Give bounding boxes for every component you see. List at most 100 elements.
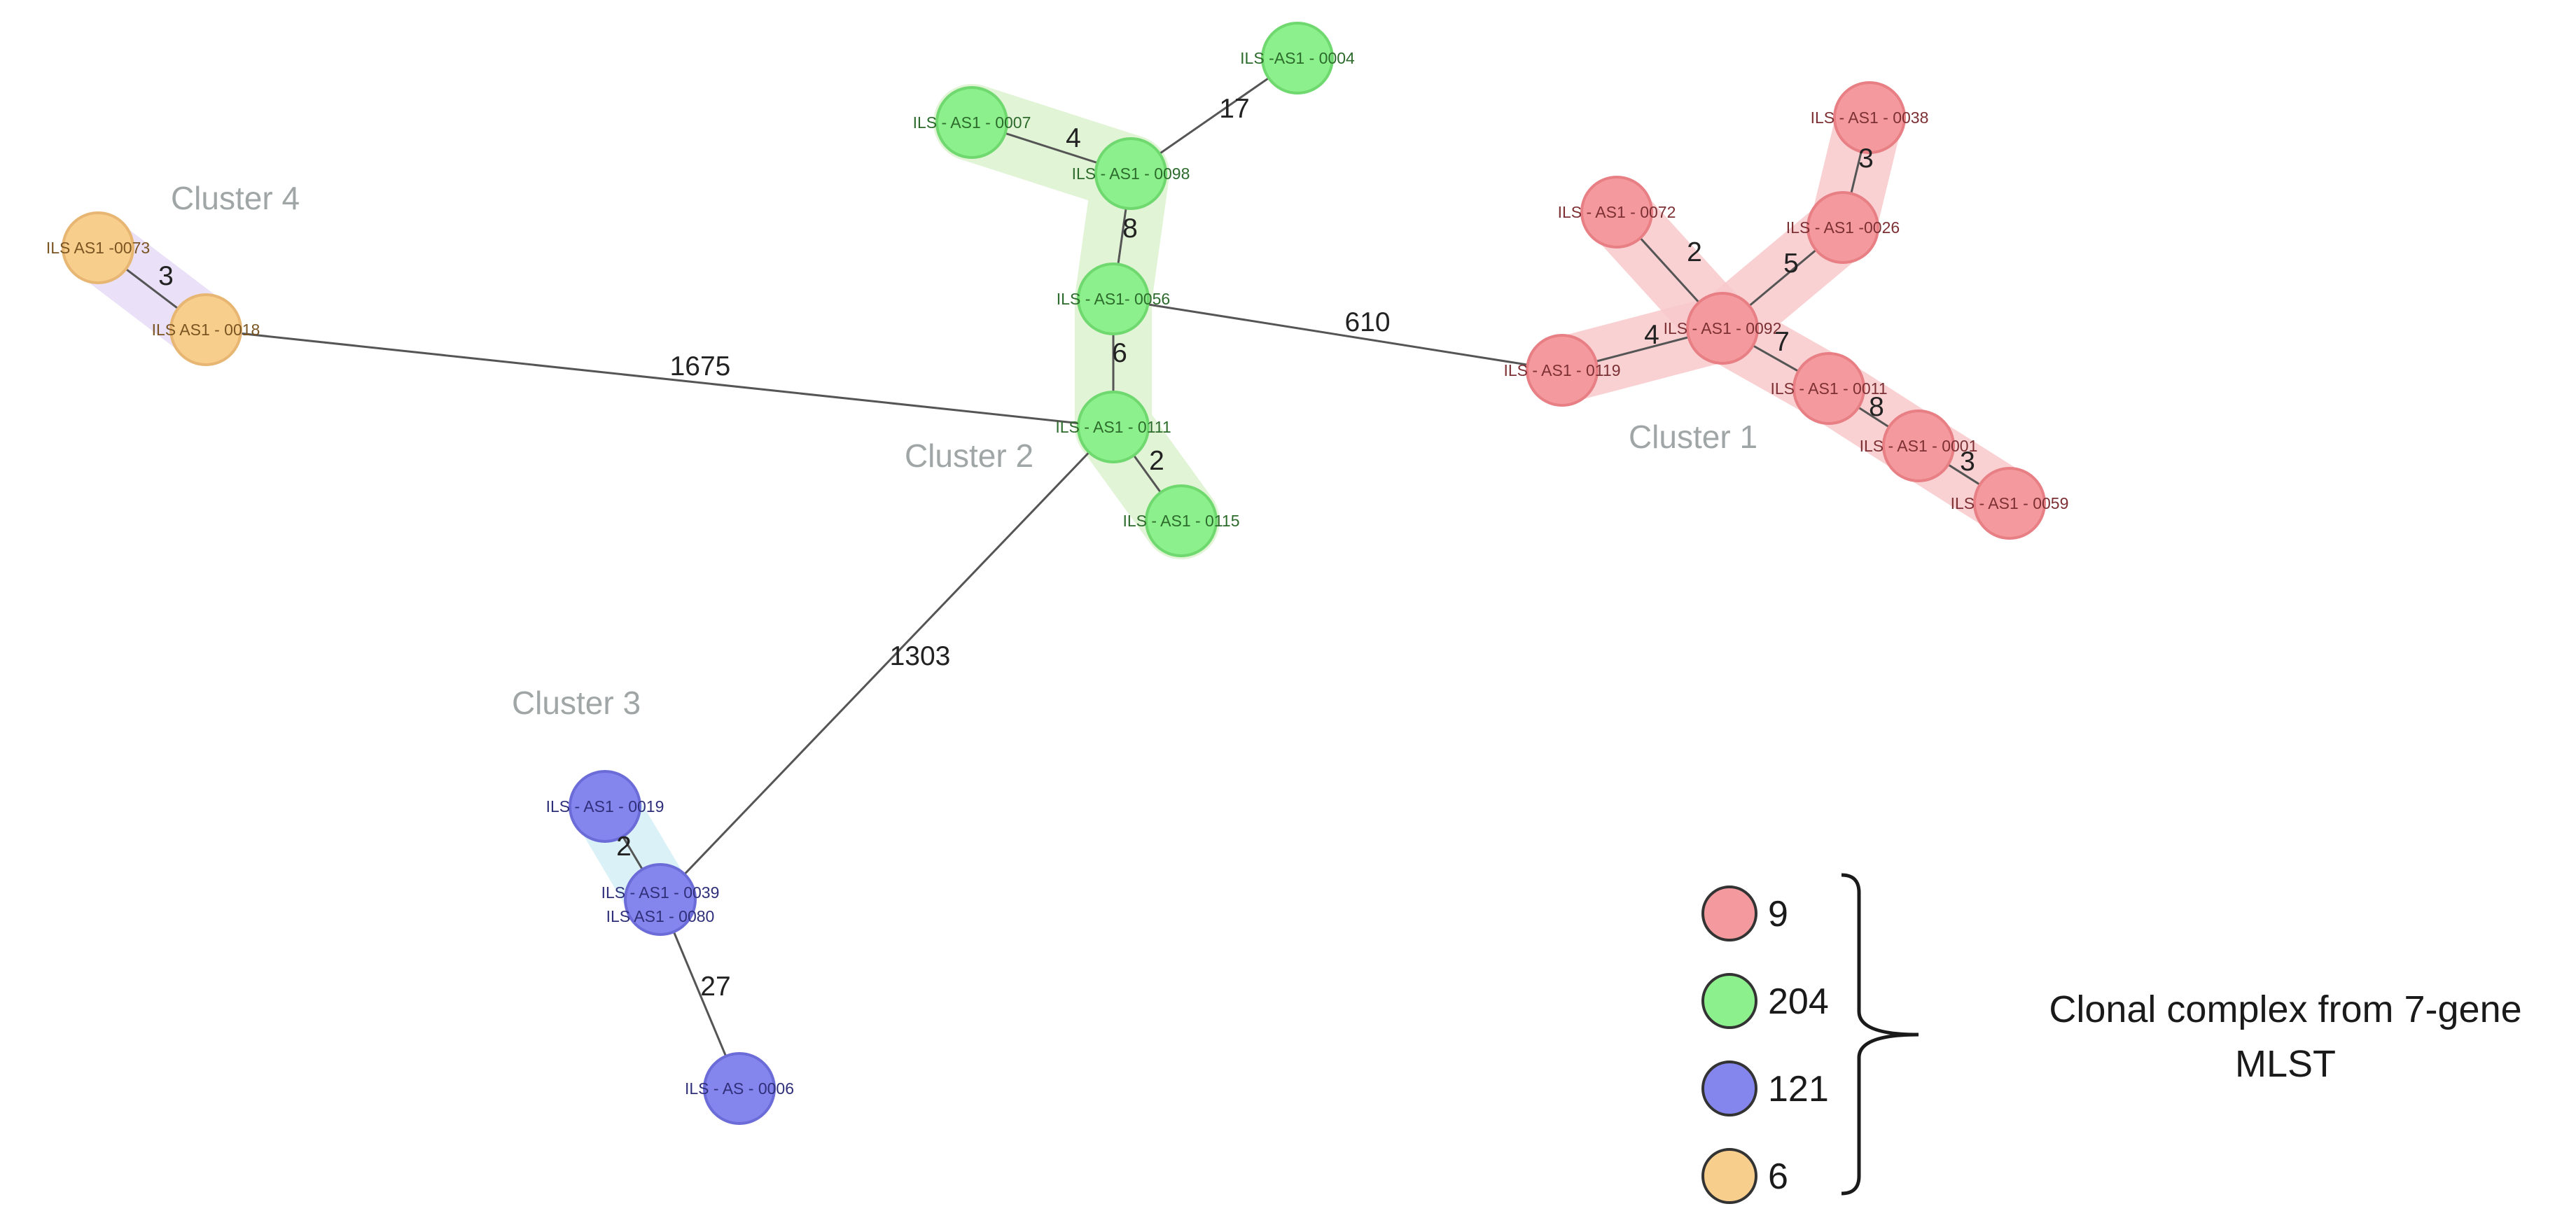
node-circle	[1973, 467, 2046, 540]
legend-swatch	[1701, 1060, 1757, 1116]
edge-n0111-n0039	[659, 426, 1115, 901]
node-circle	[169, 293, 242, 366]
legend-caption-line2: MLST	[2235, 1043, 2336, 1085]
node-label: ILS - AS1 - 0092	[1664, 319, 1782, 337]
edge-weight-label: 4	[1644, 320, 1659, 350]
node-circle	[1580, 176, 1653, 248]
node-label-secondary: ILS AS1 - 0080	[606, 907, 715, 925]
edge-weight-label: 3	[1858, 144, 1874, 174]
node-n0004[interactable]: ILS -AS1 - 0004	[1240, 22, 1355, 94]
node-circle	[1806, 191, 1879, 264]
edge-weight-label: 2	[616, 832, 632, 862]
node-circle	[569, 770, 641, 843]
node-circle	[703, 1052, 776, 1125]
node-n0119[interactable]: ILS - AS1 - 0119	[1503, 334, 1621, 407]
legend-value: 204	[1768, 981, 1829, 1022]
legend: 9 204 121 6 Clonal complex from 7-gene MLST	[1701, 873, 2522, 1204]
node-circle	[1686, 292, 1759, 365]
edge-weight-label: 1303	[890, 641, 951, 671]
node-n0072[interactable]: ILS - AS1 - 0072	[1558, 176, 1676, 248]
edge-weight-label: 4	[1066, 123, 1081, 153]
edge-weight-label: 5	[1783, 248, 1799, 279]
edge-weight-label: 8	[1869, 392, 1884, 422]
node-circle	[624, 863, 697, 936]
node-n0011[interactable]: ILS - AS1 - 0011	[1770, 352, 1888, 425]
node-label: ILS - AS1- 0056	[1057, 290, 1170, 308]
legend-caption-line1: Clonal complex from 7-gene	[2049, 988, 2521, 1030]
node-circle	[62, 211, 134, 284]
edge-weight-label: 2	[1687, 237, 1702, 267]
edge-n0056-n0119	[1113, 298, 1563, 372]
node-label: ILS - AS1 - 0119	[1503, 361, 1620, 379]
node-n0098[interactable]: ILS - AS1 - 0098	[1072, 137, 1190, 210]
cluster-label-4: Cluster 4	[171, 180, 300, 216]
edge-weight-label: 3	[1960, 447, 1975, 477]
node-label: ILS - AS - 0006	[685, 1079, 794, 1098]
node-n0018[interactable]: ILS AS1 - 0018	[152, 293, 260, 366]
node-circle	[1077, 262, 1150, 335]
node-label: ILS AS1 - 0018	[152, 321, 260, 339]
cluster-label-1: Cluster 1	[1629, 419, 1757, 455]
edge-weight-label: 17	[1219, 94, 1249, 124]
node-label: ILS - AS1 - 0039	[601, 883, 720, 902]
node-n0111[interactable]: ILS - AS1 - 0111	[1055, 391, 1171, 463]
cluster-label-2: Cluster 2	[905, 438, 1033, 474]
node-n0073[interactable]: ILS AS1 -0073	[46, 211, 150, 284]
node-label: ILS - AS1 - 0007	[913, 113, 1031, 132]
cluster-labels: Cluster 1 Cluster 2 Cluster 3 Cluster 4	[171, 180, 1757, 721]
node-label: ILS -AS1 - 0004	[1240, 49, 1355, 67]
edge-weight-label: 8	[1122, 214, 1138, 244]
node-n0115[interactable]: ILS - AS1 - 0115	[1122, 484, 1240, 557]
node-n0006[interactable]: ILS - AS - 0006	[685, 1052, 794, 1125]
node-label: ILS - AS1 - 0038	[1811, 108, 1929, 127]
legend-item-red: 9	[1701, 886, 1788, 941]
legend-item-blue: 121	[1701, 1060, 1829, 1116]
node-label: ILS - AS1 - 0001	[1860, 437, 1978, 455]
legend-value: 9	[1768, 894, 1788, 934]
edge-weight-label: 2	[1149, 446, 1164, 476]
legend-item-orange: 6	[1701, 1148, 1788, 1204]
legend-items: 9 204 121 6	[1701, 886, 1829, 1204]
node-label: ILS - AS1 - 0059	[1951, 494, 2069, 512]
cluster-halos	[64, 84, 2043, 933]
node-label: ILS - AS1 - 0111	[1055, 418, 1171, 436]
node-circle	[1094, 137, 1167, 210]
legend-swatch	[1701, 886, 1757, 941]
legend-swatch	[1701, 1148, 1757, 1204]
node-n0001[interactable]: ILS - AS1 - 0001	[1860, 410, 1978, 482]
node-circle	[1145, 484, 1218, 557]
node-circle	[1077, 391, 1150, 463]
edge-weight-label: 6	[1112, 338, 1127, 368]
legend-value: 121	[1768, 1069, 1829, 1110]
cluster-label-3: Cluster 3	[512, 685, 641, 721]
node-n0092[interactable]: ILS - AS1 - 0092	[1664, 292, 1782, 365]
node-n0038[interactable]: ILS - AS1 - 0038	[1811, 81, 1929, 154]
legend-value: 6	[1768, 1156, 1788, 1197]
node-label: ILS - AS1 - 0011	[1770, 379, 1887, 398]
node-circle	[1833, 81, 1906, 154]
node-circle	[935, 86, 1008, 159]
node-circle	[1882, 410, 1955, 482]
node-n0056[interactable]: ILS - AS1- 0056	[1057, 262, 1170, 335]
edge-weight-label: 610	[1344, 307, 1390, 337]
node-label: ILS - AS1 -0026	[1786, 218, 1900, 237]
node-label: ILS - AS1 - 0072	[1558, 203, 1676, 221]
node-label: ILS - AS1 - 0019	[546, 797, 664, 816]
node-n0007[interactable]: ILS - AS1 - 0007	[913, 86, 1031, 159]
node-circle	[1526, 334, 1599, 407]
node-label: ILS - AS1 - 0098	[1072, 164, 1190, 183]
node-circle	[1792, 352, 1865, 425]
edge-weight-label: 1675	[670, 351, 731, 382]
node-label: ILS - AS1 - 0115	[1122, 512, 1239, 530]
node-n0026[interactable]: ILS - AS1 -0026	[1786, 191, 1900, 264]
edge-weight-label: 3	[158, 261, 174, 291]
node-n0059[interactable]: ILS - AS1 - 0059	[1951, 467, 2069, 540]
legend-brace-icon	[1841, 873, 1919, 1196]
node-circle	[1261, 22, 1334, 94]
edge-n0018-n0111	[205, 328, 1114, 428]
node-n0019[interactable]: ILS - AS1 - 0019	[546, 770, 664, 843]
